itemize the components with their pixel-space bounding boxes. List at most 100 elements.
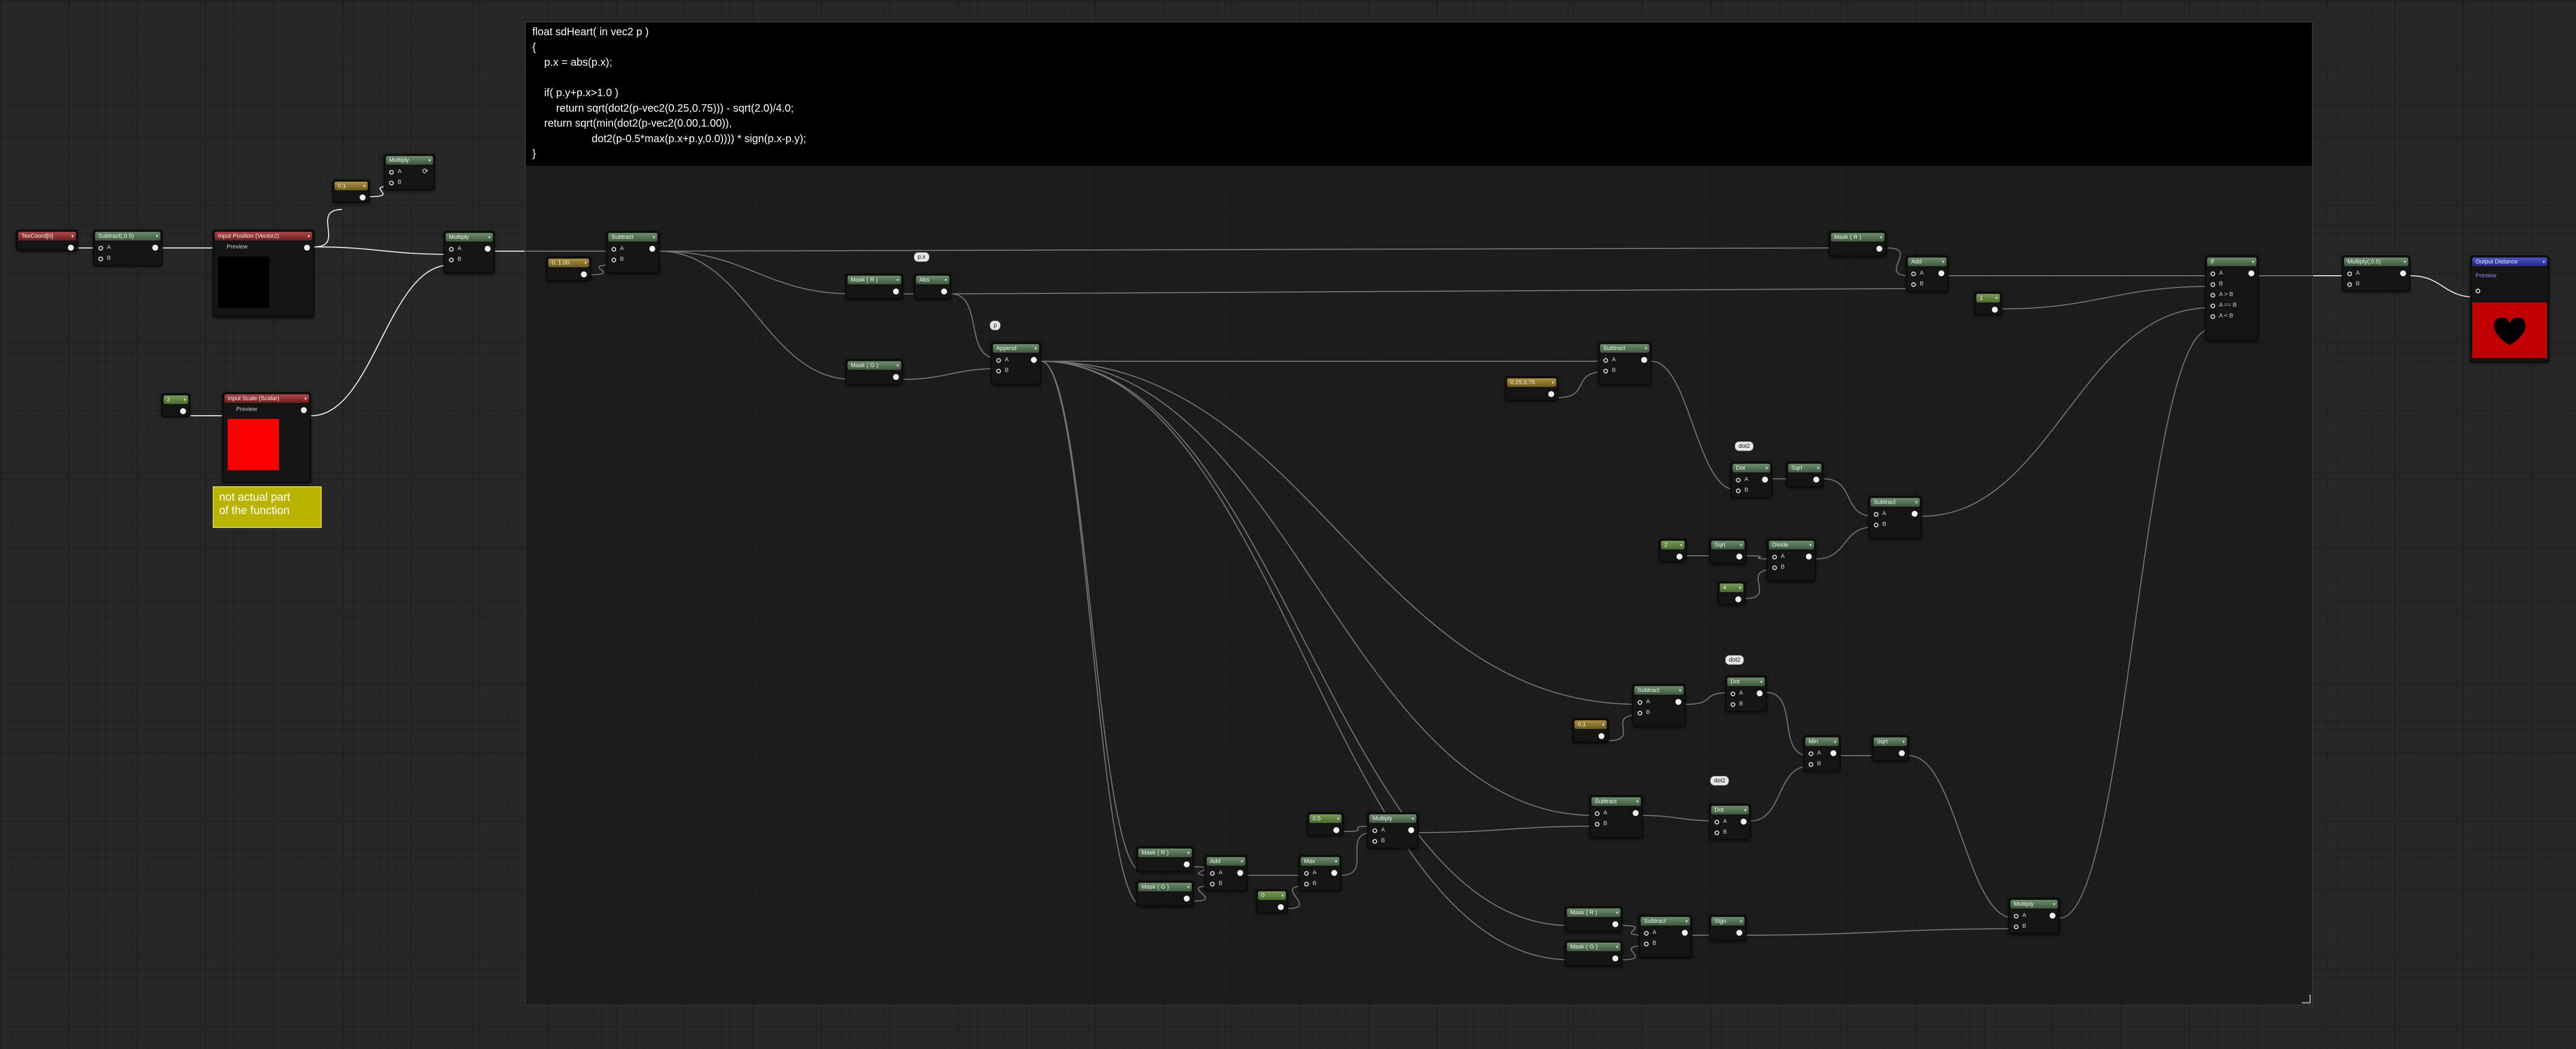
output-pin[interactable] [1992, 307, 1998, 313]
node-abs[interactable]: Abs▾ [914, 274, 951, 299]
input-pin-a[interactable] [1911, 271, 1916, 276]
output-pin[interactable] [1736, 930, 1742, 936]
chevron-down-icon[interactable]: ▾ [1034, 346, 1037, 351]
output-pin[interactable] [1938, 270, 1944, 276]
output-pin[interactable] [2248, 270, 2254, 276]
input-pin-b[interactable] [2210, 282, 2215, 287]
chevron-down-icon[interactable]: ▾ [304, 396, 307, 401]
chevron-down-icon[interactable]: ▾ [944, 277, 947, 283]
input-pin-b[interactable] [1731, 702, 1735, 707]
output-pin[interactable] [1830, 750, 1836, 756]
node-sign[interactable]: Sign▾ [1709, 915, 1747, 941]
input-pin-b[interactable] [1210, 882, 1215, 887]
output-pin[interactable] [1548, 391, 1554, 397]
output-pin[interactable] [581, 271, 587, 277]
chevron-down-icon[interactable]: ▾ [1685, 919, 1688, 924]
output-pin[interactable] [1633, 810, 1639, 816]
chevron-down-icon[interactable]: ▾ [2252, 259, 2254, 265]
node-c0[interactable]: 0▾ [1256, 889, 1288, 913]
output-pin[interactable] [2050, 913, 2055, 919]
input-pin-b[interactable] [1372, 839, 1377, 844]
node-input-scale[interactable]: Input Scale (Scalar)▾Preview [222, 392, 311, 483]
node-mask-r[interactable]: Mask ( R )▾ [845, 274, 903, 299]
input-pin-b[interactable] [389, 181, 394, 185]
node-input-position[interactable]: Input Position (Vector2)▾Preview [213, 230, 314, 317]
chevron-down-icon[interactable]: ▾ [1187, 850, 1190, 856]
input-pin-a[interactable] [2014, 914, 2019, 919]
output-pin[interactable] [1682, 930, 1688, 936]
node-sqrt-b[interactable]: Sqrt▾ [1709, 539, 1747, 564]
chevron-down-icon[interactable]: ▾ [896, 363, 899, 368]
output-pin[interactable] [1612, 921, 1618, 927]
output-pin[interactable] [301, 407, 307, 413]
node-const-vec[interactable]: 0.25,0.75▾ [1505, 376, 1558, 401]
node-sqrt-a[interactable]: Sqrt▾ [1786, 462, 1824, 487]
chevron-down-icon[interactable]: ▾ [488, 235, 491, 240]
chevron-down-icon[interactable]: ▾ [1337, 816, 1339, 821]
input-pin-b[interactable] [1603, 369, 1608, 374]
output-pin[interactable] [1912, 511, 1918, 517]
output-pin[interactable] [1762, 477, 1768, 483]
output-pin[interactable] [1331, 870, 1337, 876]
chevron-down-icon[interactable]: ▾ [156, 234, 158, 239]
chevron-down-icon[interactable]: ▾ [896, 277, 899, 283]
chevron-down-icon[interactable]: ▾ [1240, 859, 1243, 864]
chevron-down-icon[interactable]: ▾ [1809, 542, 1812, 548]
node-const-2[interactable]: 0.1▾ [332, 180, 370, 203]
input-pin-a[interactable] [2210, 271, 2215, 276]
node-const-y[interactable]: 0, 1.00▾ [546, 257, 591, 281]
node-mask-g[interactable]: Mask ( G )▾ [845, 359, 903, 385]
node-const-01[interactable]: 0,1▾ [1572, 718, 1609, 743]
input-pin-a[interactable] [1372, 828, 1377, 833]
input-pin-a[interactable] [611, 247, 616, 252]
chevron-down-icon[interactable]: ▾ [1765, 465, 1768, 471]
output-pin[interactable] [1806, 554, 1812, 560]
chevron-down-icon[interactable]: ▾ [653, 235, 655, 240]
input-pin-a[interactable] [1731, 691, 1735, 696]
output-pin[interactable] [1237, 870, 1243, 876]
chevron-down-icon[interactable]: ▾ [1744, 807, 1747, 813]
input-pin-agb[interactable] [2210, 293, 2215, 298]
chevron-down-icon[interactable]: ▾ [1902, 739, 1905, 744]
chevron-down-icon[interactable]: ▾ [1942, 259, 1944, 265]
chevron-down-icon[interactable]: ▾ [2542, 259, 2545, 265]
node-mask-r2[interactable]: Mask ( R )▾ [1136, 846, 1194, 872]
node-mask-g3[interactable]: Mask ( G )▾ [1565, 941, 1623, 966]
input-pin-b[interactable] [1772, 565, 1777, 570]
node-mask-r3[interactable]: Mask ( R )▾ [1565, 906, 1623, 932]
chevron-down-icon[interactable]: ▾ [2403, 259, 2406, 265]
output-pin[interactable] [1677, 554, 1682, 560]
chevron-down-icon[interactable]: ▾ [1680, 542, 1682, 548]
chevron-down-icon[interactable]: ▾ [1739, 585, 1741, 590]
input-pin-b[interactable] [98, 257, 103, 261]
input-pin-b[interactable] [1644, 942, 1649, 946]
chevron-down-icon[interactable]: ▾ [1915, 500, 1918, 505]
input-pin-b[interactable] [611, 258, 616, 262]
output-pin[interactable] [1736, 554, 1742, 560]
chevron-down-icon[interactable]: ▾ [363, 183, 366, 189]
input-pin-a[interactable] [1638, 700, 1642, 705]
output-pin[interactable] [68, 245, 74, 251]
chevron-down-icon[interactable]: ▾ [428, 158, 431, 163]
node-texcoord[interactable]: TexCoord[0]▾ [16, 230, 78, 251]
chevron-down-icon[interactable]: ▾ [1995, 296, 1998, 301]
input-pin-b[interactable] [1874, 523, 1879, 527]
node-scalar-left[interactable]: 2▾ [161, 393, 190, 417]
output-pin[interactable] [152, 245, 158, 251]
output-pin[interactable] [304, 245, 310, 251]
input-pin-a[interactable] [1595, 811, 1600, 816]
input-pin-b[interactable] [1809, 762, 1813, 767]
